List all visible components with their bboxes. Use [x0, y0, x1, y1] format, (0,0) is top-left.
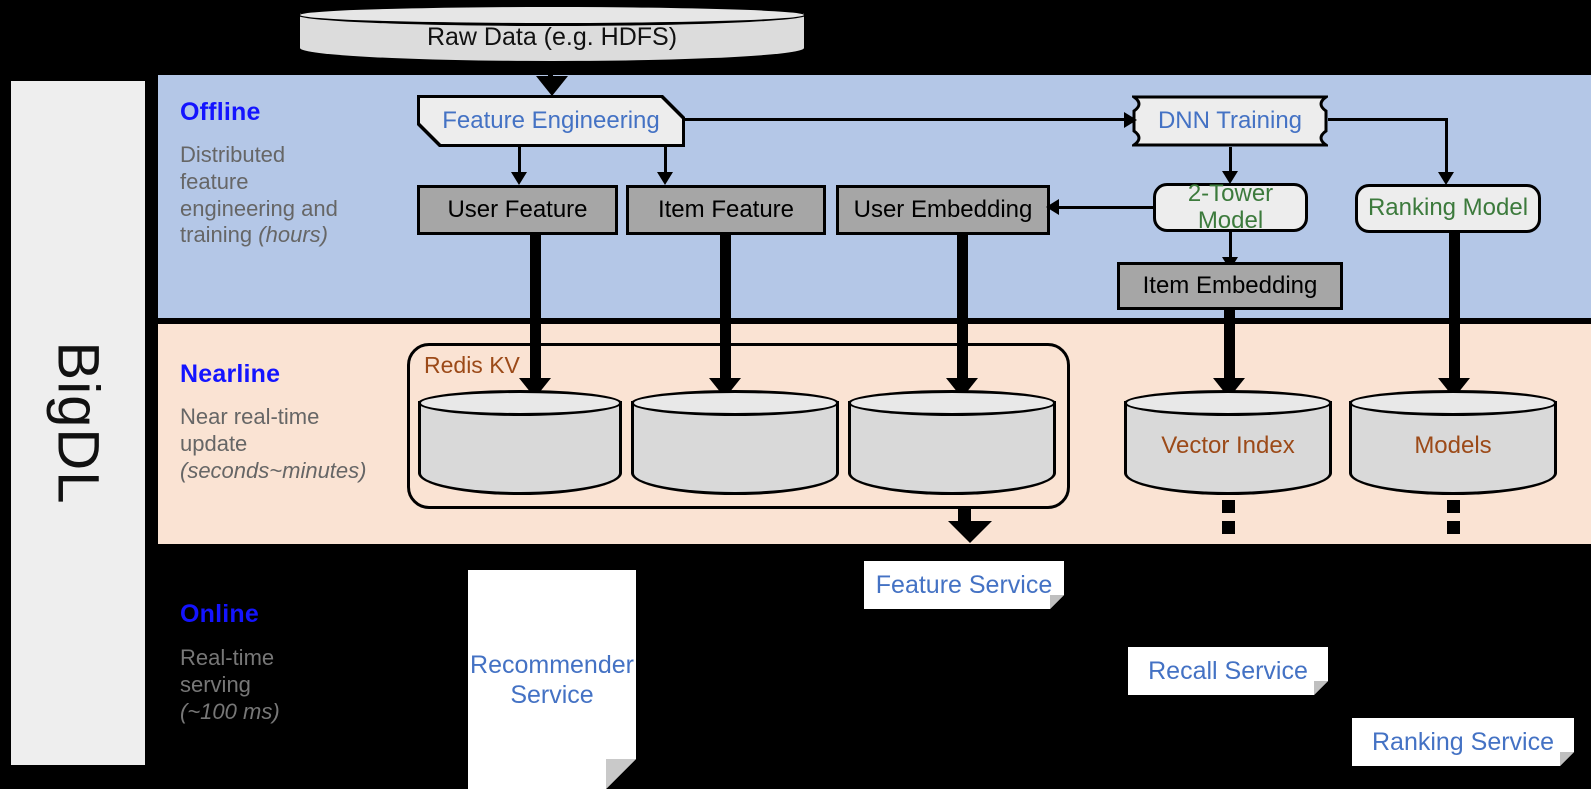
- pipe-userembedding-line: [957, 235, 968, 383]
- feature-service-fold-icon: [1050, 595, 1064, 609]
- stage-title-online: Online: [180, 600, 259, 628]
- stage-title-nearline: Nearline: [180, 360, 281, 388]
- cylinder-body: [1349, 401, 1557, 495]
- offline-desc-em: (hours): [258, 222, 328, 248]
- dnn-training-shape: [1132, 95, 1328, 147]
- cylinder-body: [418, 401, 622, 495]
- arrow-2tower-to-userembedding-head: [1046, 199, 1059, 215]
- stage-title-offline: Offline: [180, 98, 261, 126]
- nearline-desc-em: (seconds~minutes): [180, 457, 367, 483]
- recommender-service-label: Recommender Service: [470, 650, 634, 709]
- arrow-dnn-to-ranking-h: [1328, 118, 1448, 121]
- offline-desc-l4: training: [180, 222, 259, 248]
- pipe-userfeature-line: [530, 235, 541, 383]
- ranking-service-fold-icon: [1560, 752, 1574, 766]
- arrow-dnn-to-2tower-line: [1229, 147, 1232, 173]
- arrow-dnn-to-ranking-head: [1438, 172, 1454, 185]
- connector-vectorindex-upper: [1222, 500, 1235, 513]
- redis-store-cylinder-2[interactable]: [631, 390, 839, 495]
- connector-vectorindex-lower: [1222, 521, 1235, 534]
- redis-kv-label: Redis KV: [424, 352, 520, 378]
- cylinder-top: [848, 390, 1056, 416]
- raw-data-cylinder: Raw Data (e.g. HDFS): [297, 4, 807, 64]
- item-feature-box[interactable]: Item Feature: [626, 185, 826, 235]
- arrow-fe-to-itemfeature-line: [664, 147, 667, 174]
- models-label: Models: [1414, 431, 1492, 459]
- pipe-rankingmodel-line: [1449, 232, 1460, 382]
- nearline-desc-l2: update: [180, 430, 248, 456]
- cylinder-body: [848, 401, 1056, 495]
- connector-redis-to-featureservice: [958, 509, 971, 522]
- offline-desc-l3: engineering and: [180, 195, 338, 221]
- item-embedding-label: Item Embedding: [1142, 271, 1318, 299]
- user-embedding-label: User Embedding: [853, 195, 1033, 223]
- cylinder-top: [631, 390, 839, 416]
- redis-store-cylinder-1[interactable]: [418, 390, 622, 495]
- arrow-dnn-to-2tower-head: [1222, 171, 1238, 184]
- online-desc-em: (~100 ms): [180, 698, 280, 724]
- cylinder-top: [418, 390, 622, 416]
- dnn-training-label: DNN Training: [1157, 106, 1303, 134]
- arrow-rawdata-to-fe-head: [536, 76, 568, 96]
- offline-desc-l1: Distributed: [180, 142, 286, 167]
- stage-desc-online: Real-time serving (~100 ms): [180, 645, 395, 725]
- arrow-2tower-to-itememb-line: [1229, 232, 1232, 260]
- raw-data-label: Raw Data (e.g. HDFS): [426, 22, 678, 51]
- arrow-fe-to-userfeature-head: [511, 172, 527, 185]
- cylinder-top: [1124, 390, 1332, 416]
- ranking-model-box[interactable]: Ranking Model: [1355, 184, 1541, 233]
- arrow-fe-to-dnn-head: [1124, 112, 1137, 128]
- online-desc-l2: serving: [180, 671, 251, 697]
- feature-service-label: Feature Service: [875, 571, 1053, 599]
- ranking-model-label: Ranking Model: [1367, 194, 1529, 222]
- two-tower-model-label: 2-Tower Model: [1187, 180, 1274, 234]
- bigdl-framework-rail: BigDL: [8, 78, 148, 768]
- feature-engineering-inner: Feature Engineering: [420, 98, 682, 144]
- online-desc-l1: Real-time: [180, 645, 275, 670]
- recall-service-card[interactable]: Recall Service: [1128, 647, 1328, 695]
- nearline-desc-l1: Near real-time: [180, 404, 320, 429]
- user-feature-label: User Feature: [447, 195, 588, 223]
- cylinder-top: [1349, 390, 1557, 416]
- recall-service-label: Recall Service: [1148, 657, 1308, 685]
- bigdl-label: BigDL: [45, 341, 111, 505]
- ranking-service-label: Ranking Service: [1371, 728, 1555, 756]
- arrow-dnn-to-ranking-v: [1445, 118, 1448, 174]
- redis-store-cylinder-3[interactable]: [848, 390, 1056, 495]
- arrow-redis-to-featureservice-head: [948, 521, 992, 543]
- pipe-itemfeature-line: [720, 235, 731, 383]
- redis-kv-container: [407, 343, 1070, 509]
- user-feature-box[interactable]: User Feature: [417, 185, 618, 235]
- vector-index-cylinder[interactable]: Vector Index: [1124, 390, 1332, 495]
- arrow-rawdata-to-fe-line: [548, 63, 553, 81]
- connector-models-upper: [1447, 500, 1460, 513]
- feature-engineering-node[interactable]: Feature Engineering: [417, 95, 685, 147]
- ranking-service-card[interactable]: Ranking Service: [1352, 718, 1574, 766]
- two-tower-model-box[interactable]: 2-Tower Model: [1153, 180, 1308, 234]
- feature-engineering-label: Feature Engineering: [442, 106, 660, 134]
- cylinder-top: [297, 4, 807, 26]
- item-feature-label: Item Feature: [657, 195, 795, 223]
- models-cylinder[interactable]: Models: [1349, 390, 1557, 495]
- arrow-fe-to-dnn-line: [685, 118, 1125, 121]
- feature-service-card[interactable]: Feature Service: [864, 561, 1064, 609]
- stage-desc-offline: Distributed feature engineering and trai…: [180, 142, 395, 249]
- arrow-2tower-to-userembedding-line: [1058, 206, 1153, 209]
- stage-desc-nearline: Near real-time update (seconds~minutes): [180, 404, 415, 484]
- dnn-training-node[interactable]: DNN Training: [1132, 95, 1328, 147]
- connector-models-lower: [1447, 521, 1460, 534]
- recall-service-fold-icon: [1314, 681, 1328, 695]
- recommender-service-card[interactable]: Recommender Service: [468, 570, 636, 789]
- item-embedding-box[interactable]: Item Embedding: [1117, 262, 1343, 310]
- arrow-fe-to-userfeature-line: [518, 147, 521, 174]
- offline-desc-l2: feature: [180, 168, 249, 194]
- vector-index-label: Vector Index: [1161, 431, 1295, 459]
- cylinder-body: [1124, 401, 1332, 495]
- arrow-fe-to-itemfeature-head: [657, 172, 673, 185]
- user-embedding-box[interactable]: User Embedding: [836, 185, 1050, 235]
- recommender-service-fold-icon: [606, 759, 636, 789]
- pipe-itemembedding-line: [1224, 310, 1235, 382]
- cylinder-body: [631, 401, 839, 495]
